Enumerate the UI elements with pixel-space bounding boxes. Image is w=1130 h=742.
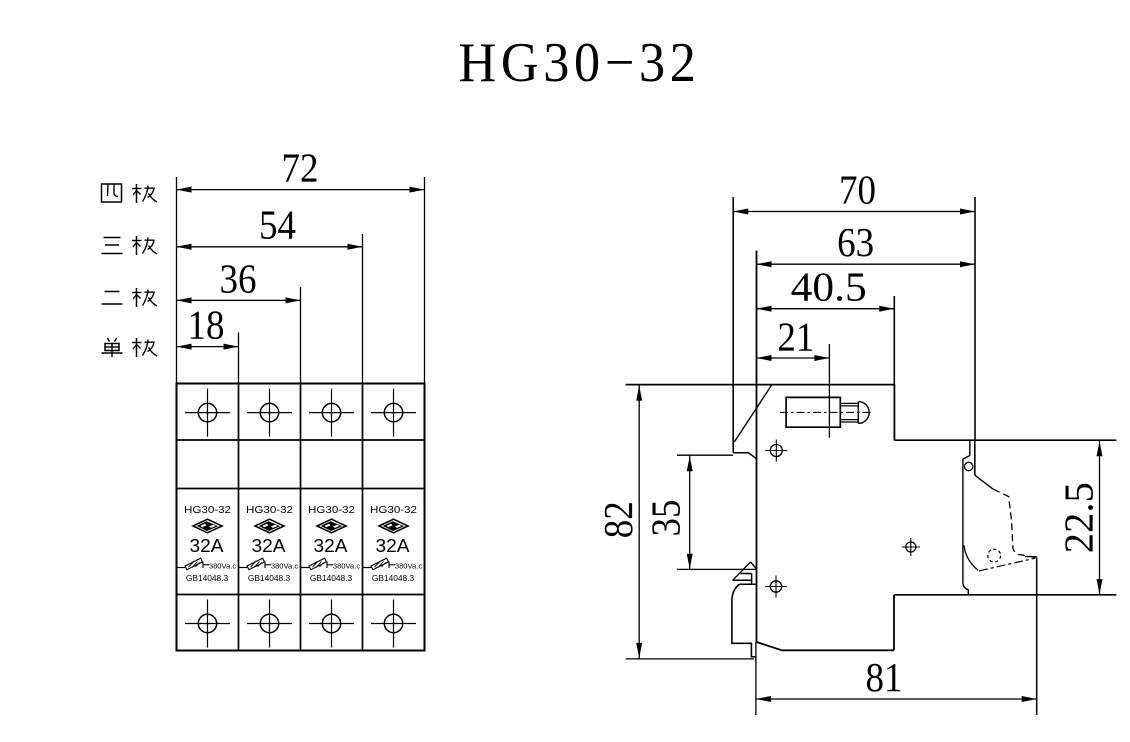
svg-text:GB14048.3: GB14048.3 [186,573,229,583]
svg-text:380Va.c: 380Va.c [395,562,423,571]
svg-text:32A: 32A [314,535,349,556]
svg-text:63: 63 [837,219,874,265]
svg-text:HG30-32: HG30-32 [184,504,231,516]
svg-text:380Va.c: 380Va.c [333,562,361,571]
svg-text:HG30-32: HG30-32 [246,504,293,516]
svg-text:36: 36 [220,255,257,301]
svg-text:32A: 32A [190,535,225,556]
svg-text:22.5: 22.5 [1056,482,1102,553]
svg-text:380Va.c: 380Va.c [271,562,299,571]
svg-text:72: 72 [282,145,319,191]
svg-text:82: 82 [595,501,641,538]
svg-text:380Va.c: 380Va.c [209,562,237,571]
svg-text:70: 70 [839,167,876,213]
svg-text:HG30-32: HG30-32 [370,504,417,516]
svg-text:54: 54 [259,202,296,248]
svg-text:GB14048.3: GB14048.3 [248,573,291,583]
svg-text:81: 81 [866,654,903,700]
svg-text:40.5: 40.5 [791,264,867,310]
svg-text:GB14048.3: GB14048.3 [310,573,353,583]
svg-text:21: 21 [777,314,814,360]
svg-text:18: 18 [188,302,225,348]
svg-text:GB14048.3: GB14048.3 [372,573,415,583]
svg-text:32A: 32A [376,535,411,556]
svg-text:HG30−32: HG30−32 [459,32,701,94]
svg-text:32A: 32A [252,535,287,556]
svg-text:HG30-32: HG30-32 [308,504,355,516]
svg-text:35: 35 [643,500,689,537]
